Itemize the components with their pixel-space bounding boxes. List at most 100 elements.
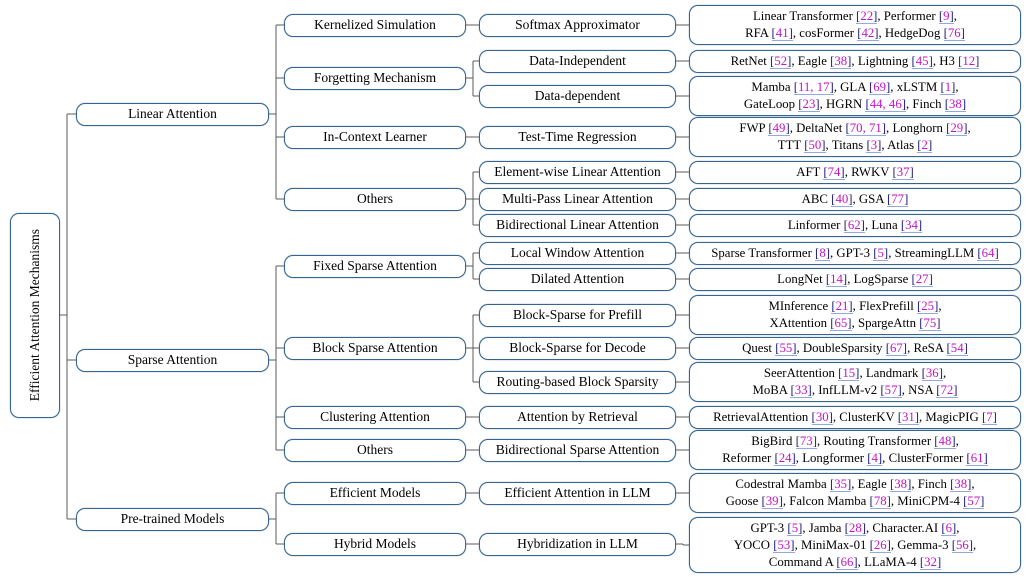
citation-link[interactable]: [11, 17] — [793, 80, 834, 95]
reference-line: XAttention [65], SpargeAttn [75] — [769, 316, 941, 331]
reference-line: RetrievalAttention [30], ClusterKV [31],… — [713, 409, 997, 425]
citation-link[interactable]: [42] — [857, 26, 879, 41]
citation-link[interactable]: [49] — [768, 121, 790, 136]
citation-link[interactable]: [52] — [770, 53, 792, 69]
leaf-multi-pass-references: ABC [40], GSA [77] — [689, 187, 1021, 211]
citation-link[interactable]: [44, 46] — [865, 97, 906, 112]
citation-link[interactable]: [66] — [836, 554, 858, 570]
block-sparse-attention-box: Block Sparse Attention — [284, 336, 466, 360]
citation-link[interactable]: [32] — [919, 554, 942, 570]
citation-link[interactable]: [73] — [795, 434, 817, 449]
citation-link[interactable]: [28] — [844, 520, 866, 536]
reference-line: Linear Transformer [22], Performer [9], — [752, 9, 957, 24]
citation-link[interactable]: [23] — [798, 97, 820, 112]
node-label: Local Window Attention — [510, 245, 645, 261]
leaf-element-wise-references: AFT [74], RWKV [37] — [689, 160, 1021, 184]
citation-link[interactable]: [3] — [866, 138, 882, 153]
citation-link[interactable]: [56] — [951, 537, 974, 553]
citation-link[interactable]: [40] — [831, 191, 853, 207]
citation-link[interactable]: [15] — [838, 366, 860, 381]
leaf-local-window-references: Sparse Transformer [8], GPT-3 [5], Strea… — [689, 241, 1021, 265]
reference-line: Reformer [24], Longformer [4], ClusterFo… — [722, 451, 988, 466]
citation-link[interactable]: [31] — [897, 409, 920, 425]
citation-link[interactable]: [57] — [880, 383, 902, 398]
citation-link[interactable]: [2] — [917, 138, 933, 153]
citation-link[interactable]: [4] — [867, 451, 883, 466]
citation-link[interactable]: [26] — [869, 537, 891, 553]
citation-link[interactable]: [38] — [950, 477, 972, 492]
reference-line: YOCO [53], MiniMax-01 [26], Gemma-3 [56]… — [733, 537, 977, 553]
citation-link[interactable]: [65] — [830, 316, 852, 331]
citation-link[interactable]: [74] — [823, 164, 845, 180]
citation-link[interactable]: [64] — [977, 245, 999, 261]
citation-link[interactable]: [34] — [900, 217, 923, 233]
node-label: Efficient Models — [329, 485, 421, 501]
reference-line: ABC [40], GSA [77] — [801, 191, 909, 207]
citation-link[interactable]: [67] — [885, 340, 908, 356]
node-label: Others — [357, 442, 393, 458]
citation-link[interactable]: [7] — [981, 409, 997, 425]
citation-link[interactable]: [14] — [825, 271, 848, 287]
citation-link[interactable]: [5] — [787, 520, 803, 536]
citation-link[interactable]: [78] — [869, 494, 891, 509]
citation-link[interactable]: [24] — [774, 451, 796, 466]
bidirectional-linear-box: Bidirectional Linear Attention — [479, 213, 676, 237]
reference-line: Sparse Transformer [8], GPT-3 [5], Strea… — [711, 245, 999, 261]
reference-line: Command A [66], LLaMA-4 [32] — [768, 554, 942, 570]
hybridization-llm-box: Hybridization in LLM — [479, 532, 676, 556]
citation-link[interactable]: [39] — [761, 494, 783, 509]
data-dependent-box: Data-dependent — [479, 84, 676, 108]
citation-link[interactable]: [69] — [868, 80, 891, 95]
citation-link[interactable]: [33] — [790, 383, 812, 398]
reference-line: GateLoop [23], HGRN [44, 46], Finch [38] — [743, 97, 967, 112]
citation-link[interactable]: [77] — [887, 191, 909, 207]
citation-link[interactable]: [38] — [830, 53, 852, 69]
citation-link[interactable]: [50] — [804, 138, 826, 153]
citation-link[interactable]: [25] — [917, 299, 939, 314]
citation-link[interactable]: [72] — [936, 383, 958, 398]
citation-link[interactable]: [35] — [829, 477, 852, 492]
citation-link[interactable]: [75] — [919, 316, 941, 331]
node-label: Routing-based Block Sparsity — [496, 374, 659, 390]
citation-link[interactable]: [8] — [815, 245, 830, 261]
citation-link[interactable]: [6] — [941, 520, 957, 536]
citation-link[interactable]: [12] — [958, 53, 980, 69]
citation-link[interactable]: [54] — [946, 340, 968, 356]
citation-link[interactable]: [48] — [934, 434, 956, 449]
citation-link[interactable]: [21] — [831, 299, 853, 314]
reference-line: Quest [55], DoubleSparsity [67], ReSA [5… — [742, 340, 968, 356]
citation-link[interactable]: [27] — [911, 271, 933, 287]
node-label: Block-Sparse for Prefill — [513, 307, 642, 323]
hybrid-models-box: Hybrid Models — [284, 532, 466, 556]
citation-link[interactable]: [55] — [775, 340, 797, 356]
citation-link[interactable]: [62] — [843, 217, 865, 233]
citation-link[interactable]: [41] — [771, 26, 793, 41]
citation-link[interactable]: [30] — [811, 409, 833, 425]
others-sparse-box: Others — [284, 438, 466, 462]
citation-link[interactable]: [61] — [966, 451, 988, 466]
node-label: Efficient Attention in LLM — [504, 485, 651, 501]
node-label: Block Sparse Attention — [312, 340, 438, 356]
citation-link[interactable]: [37] — [892, 164, 914, 180]
node-label: In-Context Learner — [323, 129, 427, 145]
citation-link[interactable]: [70, 71] — [845, 121, 887, 136]
citation-link[interactable]: [76] — [943, 26, 965, 41]
element-wise-linear-box: Element-wise Linear Attention — [479, 160, 676, 184]
reference-line: BigBird [73], Routing Transformer [48], — [751, 434, 959, 449]
reference-line: AFT [74], RWKV [37] — [796, 164, 914, 180]
bidirectional-sparse-box: Bidirectional Sparse Attention — [479, 438, 676, 462]
leaf-bidir-linear-references: Linformer [62], Luna [34] — [689, 213, 1021, 237]
citation-link[interactable]: [38] — [890, 477, 912, 492]
citation-link[interactable]: [38] — [944, 97, 967, 112]
citation-link[interactable]: [45] — [911, 53, 933, 69]
citation-link[interactable]: [57] — [963, 494, 985, 509]
citation-link[interactable]: [29] — [946, 121, 968, 136]
block-sparse-decode-box: Block-Sparse for Decode — [479, 336, 676, 360]
citation-link[interactable]: [9] — [938, 9, 954, 24]
citation-link[interactable]: [53] — [773, 537, 795, 553]
citation-link[interactable]: [22] — [856, 9, 878, 24]
citation-link[interactable]: [5] — [873, 245, 889, 261]
citation-link[interactable]: [36] — [921, 366, 943, 381]
citation-link[interactable]: [1] — [940, 80, 956, 95]
